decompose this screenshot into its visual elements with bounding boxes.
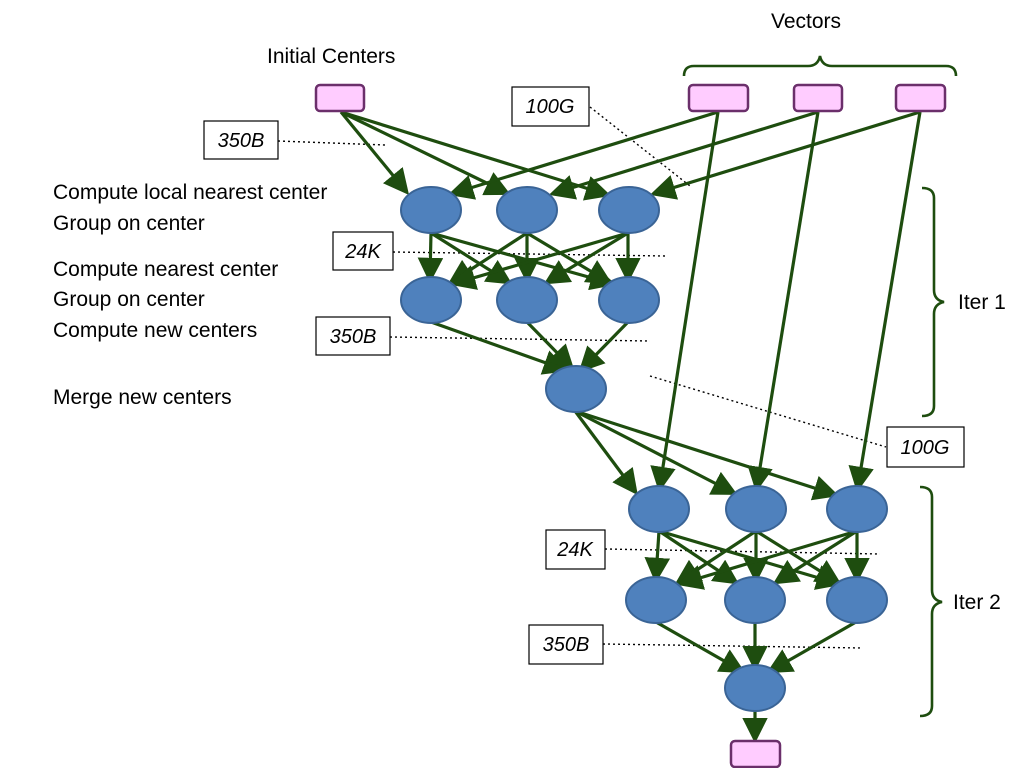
iter1-local-node-2 <box>496 186 558 234</box>
leader-350b-b <box>389 336 651 342</box>
svg-text:350B: 350B <box>218 130 265 152</box>
iter1-local-node-1 <box>400 186 462 234</box>
iter1-local-node-3 <box>598 186 660 234</box>
iter1-nearest-node-2 <box>496 276 558 324</box>
leader-24k-a <box>392 251 666 257</box>
step-compute-local-nearest: Compute local nearest center <box>53 181 327 204</box>
size-tag-350b-b: 350B <box>315 316 391 356</box>
iter2-merge-node <box>724 664 786 712</box>
vectors-label: Vectors <box>771 10 841 33</box>
iter-2-brace <box>919 485 943 718</box>
leader-100g-a <box>589 106 691 187</box>
iter-2-label: Iter 2 <box>953 591 1001 614</box>
iter2-nearest-node-1 <box>625 576 687 624</box>
step-compute-new-centers: Compute new centers <box>53 319 257 342</box>
size-tag-100g-a: 100G <box>511 86 590 127</box>
iter2-local-node-2 <box>725 485 787 533</box>
svg-text:350B: 350B <box>543 634 590 656</box>
vectors-brace <box>682 55 958 77</box>
size-tag-100g-b: 100G <box>886 426 965 468</box>
leader-24k-b <box>604 548 881 555</box>
iter2-nearest-node-3 <box>826 576 888 624</box>
output-box <box>729 739 782 768</box>
iter2-local-node-1 <box>628 485 690 533</box>
iter1-merge-node <box>545 365 607 413</box>
iter2-local-node-3 <box>826 485 888 533</box>
edges <box>339 110 922 744</box>
iter-1-label: Iter 1 <box>958 291 1006 314</box>
leader-100g-b <box>649 375 887 448</box>
size-tag-350b-c: 350B <box>528 624 604 665</box>
svg-text:24K: 24K <box>556 539 594 561</box>
svg-text:100G: 100G <box>901 437 950 459</box>
step-merge-new-centers: Merge new centers <box>53 386 232 409</box>
leader-350b-c <box>602 643 863 649</box>
step-group-on-center-2: Group on center <box>53 288 205 311</box>
iter2-nearest-node-2 <box>724 576 786 624</box>
iter1-nearest-node-1 <box>400 276 462 324</box>
vector-box-3 <box>894 83 947 113</box>
vector-box-1 <box>687 83 750 113</box>
iter-1-brace <box>921 186 945 418</box>
step-compute-nearest: Compute nearest center <box>53 258 278 281</box>
size-tag-24k-b: 24K <box>545 529 606 570</box>
svg-text:350B: 350B <box>330 326 377 348</box>
iter1-nearest-node-3 <box>598 276 660 324</box>
step-group-on-center-1: Group on center <box>53 212 205 235</box>
initial-centers-label: Initial Centers <box>267 45 395 68</box>
size-tag-350b-a: 350B <box>203 120 279 160</box>
svg-text:100G: 100G <box>526 96 575 118</box>
vector-box-2 <box>792 83 844 113</box>
initial-centers-box <box>314 83 366 113</box>
svg-text:24K: 24K <box>344 241 382 263</box>
size-tag-24k-a: 24K <box>332 231 394 271</box>
